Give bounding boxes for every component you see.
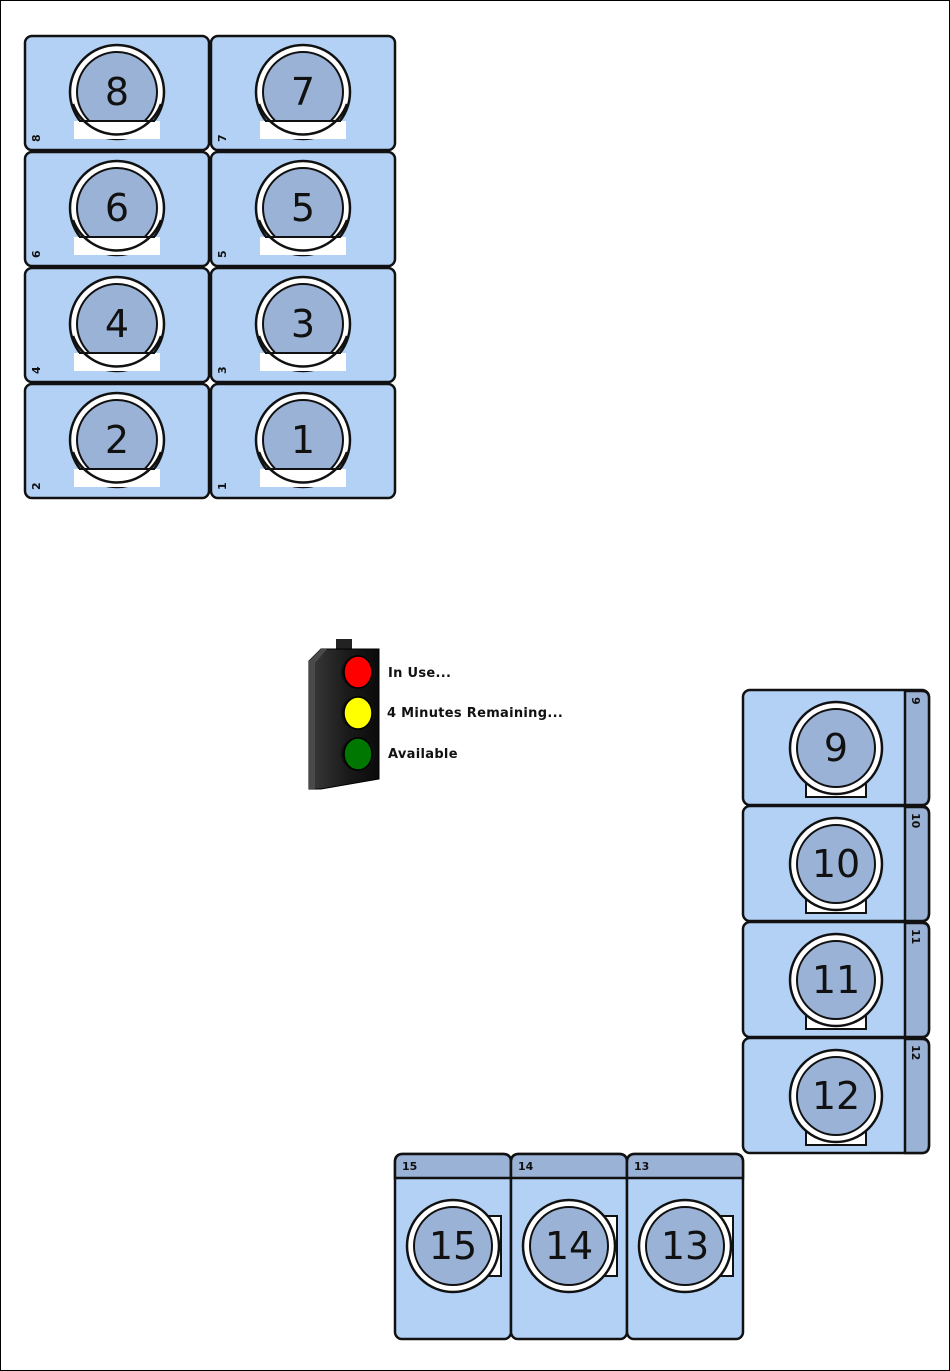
machine-id-label: 15 — [402, 1160, 417, 1173]
washer-11[interactable]: 11 11 — [741, 920, 932, 1040]
machine-number-label: 9 — [824, 726, 848, 770]
washer-14[interactable]: 14 14 — [509, 1152, 630, 1342]
machine-id-label: 5 — [216, 250, 229, 258]
legend-available-label: Available — [388, 747, 458, 762]
machine-side-panel — [903, 689, 931, 807]
machine-top-panel — [625, 1152, 745, 1180]
machine-id-label: 11 — [909, 929, 922, 944]
machine-id-label: 8 — [30, 134, 43, 142]
machine-number-label: 13 — [661, 1224, 709, 1268]
drum-window-icon — [796, 940, 876, 1020]
drum-window-icon — [413, 1206, 493, 1286]
machine-number-label: 12 — [812, 1074, 860, 1118]
machine-side-panel — [903, 921, 931, 1039]
machine-id-label: 13 — [634, 1160, 649, 1173]
drum-window-icon — [529, 1206, 609, 1286]
machine-side-panel — [903, 805, 931, 923]
green-light-icon — [343, 737, 373, 771]
machine-id-label: 12 — [909, 1045, 922, 1060]
washer-10[interactable]: 10 10 — [741, 804, 932, 924]
machine-id-label: 14 — [518, 1160, 534, 1173]
machine-id-label: 3 — [216, 366, 229, 374]
machine-id-label: 4 — [30, 366, 43, 374]
machine-number-label: 10 — [812, 842, 860, 886]
machine-number-label: 4 — [105, 302, 129, 346]
machine-number-label: 1 — [291, 418, 315, 462]
legend-minutes-remaining-label: 4 Minutes Remaining... — [387, 706, 564, 721]
machine-id-label: 7 — [216, 134, 229, 142]
machine-id-label: 1 — [216, 482, 229, 490]
washer-12[interactable]: 12 12 — [741, 1036, 932, 1156]
drum-window-icon — [796, 1056, 876, 1136]
machine-id-label: 9 — [909, 697, 922, 705]
machine-number-label: 6 — [105, 186, 129, 230]
machine-number-label: 15 — [429, 1224, 477, 1268]
machine-id-label: 6 — [30, 250, 43, 258]
machine-number-label: 2 — [105, 418, 129, 462]
machine-number-label: 11 — [812, 958, 860, 1002]
machine-id-label: 2 — [30, 482, 43, 490]
machine-side-panel — [903, 1037, 931, 1155]
drum-window-icon — [645, 1206, 725, 1286]
machine-number-label: 5 — [291, 186, 315, 230]
status-legend-traffic-light-icon — [307, 639, 382, 795]
drum-window-icon — [796, 708, 876, 788]
machine-number-label: 14 — [545, 1224, 593, 1268]
washer-13[interactable]: 13 13 — [625, 1152, 746, 1342]
machine-number-label: 7 — [291, 70, 315, 114]
legend-in-use-label: In Use... — [388, 666, 452, 681]
yellow-light-icon — [343, 696, 373, 730]
machine-id-label: 10 — [909, 813, 922, 829]
machine-number-label: 8 — [105, 70, 129, 114]
red-light-icon — [343, 655, 373, 689]
machine-number-label: 3 — [291, 302, 315, 346]
drum-window-icon — [796, 824, 876, 904]
